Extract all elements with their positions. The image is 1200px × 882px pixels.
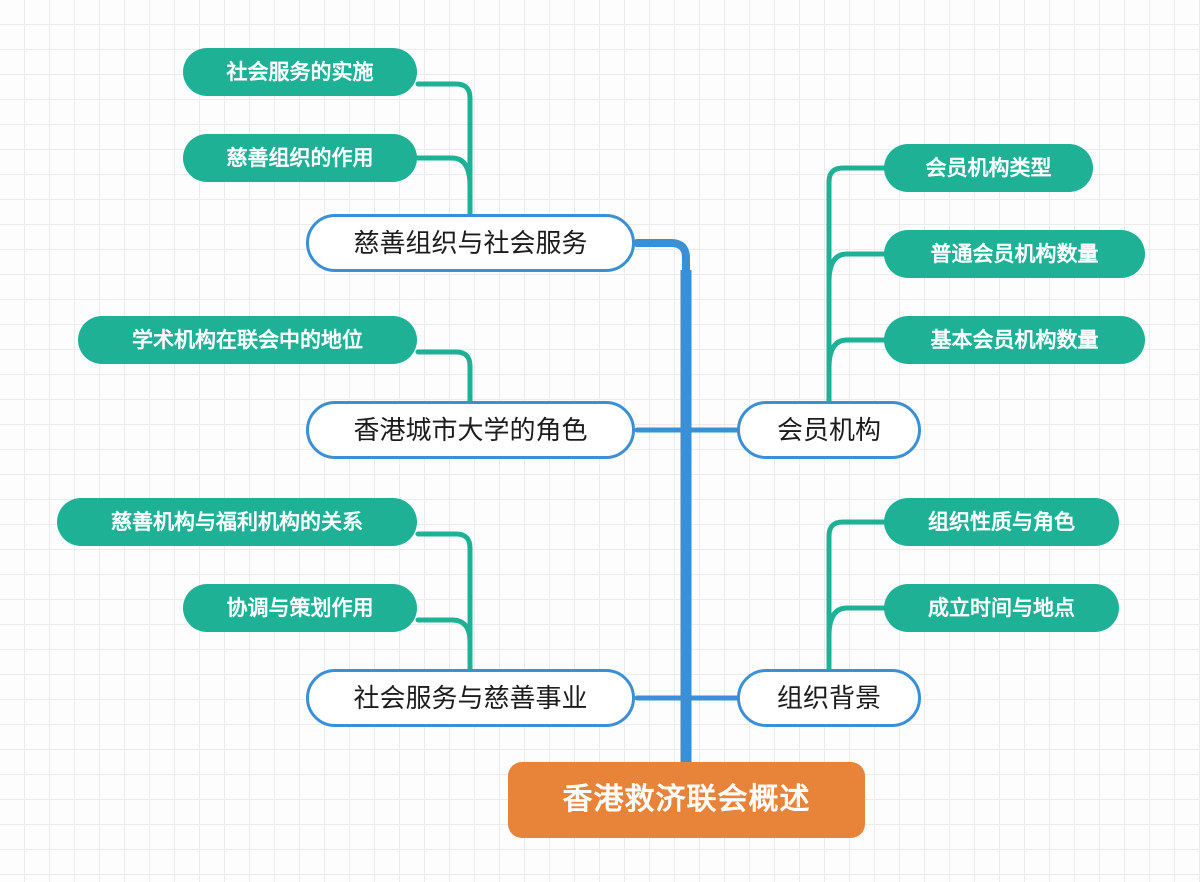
leaf-node-coordination-planning-role[interactable]: 协调与策划作用 xyxy=(183,584,417,632)
root-node[interactable]: 香港救济联会概述 xyxy=(508,762,865,838)
branch-node-cityu-role[interactable]: 香港城市大学的角色 xyxy=(306,401,635,459)
leaf-node-org-nature-role[interactable]: 组织性质与角色 xyxy=(884,498,1119,546)
leaf-node-charity-welfare-relationship[interactable]: 慈善机构与福利机构的关系 xyxy=(57,498,417,546)
branch-label: 组织背景 xyxy=(776,683,881,713)
branch-node-member-organizations[interactable]: 会员机构 xyxy=(737,401,921,459)
trunk-to-branch-charity-social-service xyxy=(633,239,690,279)
leaf-branch-charity-social-service-2 xyxy=(415,155,473,189)
leaf-node-member-org-types[interactable]: 会员机构类型 xyxy=(884,144,1093,192)
leaf-branch-social-service-charity-work-2 xyxy=(415,617,473,645)
leaf-node-founding-time-place[interactable]: 成立时间与地点 xyxy=(884,584,1119,632)
branch-label: 香港城市大学的角色 xyxy=(353,415,588,445)
leaf-label: 协调与策划作用 xyxy=(226,596,374,620)
leaf-stem-member-organizations xyxy=(826,165,887,407)
leaf-label: 慈善机构与福利机构的关系 xyxy=(111,510,363,534)
leaf-label: 组织性质与角色 xyxy=(928,510,1075,534)
leaf-node-basic-member-count[interactable]: 基本会员机构数量 xyxy=(884,316,1145,364)
leaf-stem-organization-background xyxy=(826,519,887,675)
branch-node-organization-background[interactable]: 组织背景 xyxy=(737,669,921,727)
branch-node-charity-social-service[interactable]: 慈善组织与社会服务 xyxy=(306,214,635,272)
leaf-node-charity-org-role[interactable]: 慈善组织的作用 xyxy=(183,134,417,182)
leaf-label: 普通会员机构数量 xyxy=(930,242,1099,266)
leaf-stem-social-service-charity-work xyxy=(415,531,473,675)
leaf-label: 社会服务的实施 xyxy=(226,60,374,84)
leaf-stem-cityu-role xyxy=(415,349,473,407)
leaf-node-ordinary-member-count[interactable]: 普通会员机构数量 xyxy=(884,230,1145,278)
branch-label: 慈善组织与社会服务 xyxy=(353,228,588,258)
leaf-stem-charity-social-service xyxy=(415,81,473,219)
leaf-label: 会员机构类型 xyxy=(925,156,1052,180)
leaf-label: 成立时间与地点 xyxy=(928,596,1075,620)
branch-label: 会员机构 xyxy=(776,415,881,445)
branch-label: 社会服务与慈善事业 xyxy=(353,683,588,713)
leaf-branch-member-organizations-3 xyxy=(826,337,887,371)
leaf-node-social-service-implementation[interactable]: 社会服务的实施 xyxy=(183,48,417,96)
leaf-branch-organization-background-2 xyxy=(826,605,887,639)
leaf-label: 基本会员机构数量 xyxy=(930,328,1099,352)
leaf-node-academic-institution-status[interactable]: 学术机构在联会中的地位 xyxy=(78,316,417,364)
leaf-branch-member-organizations-2 xyxy=(826,251,887,285)
branch-node-social-service-charity-work[interactable]: 社会服务与慈善事业 xyxy=(306,669,635,727)
root-label: 香港救济联会概述 xyxy=(562,783,811,816)
leaf-label: 学术机构在联会中的地位 xyxy=(132,328,363,352)
leaf-label: 慈善组织的作用 xyxy=(226,146,374,170)
